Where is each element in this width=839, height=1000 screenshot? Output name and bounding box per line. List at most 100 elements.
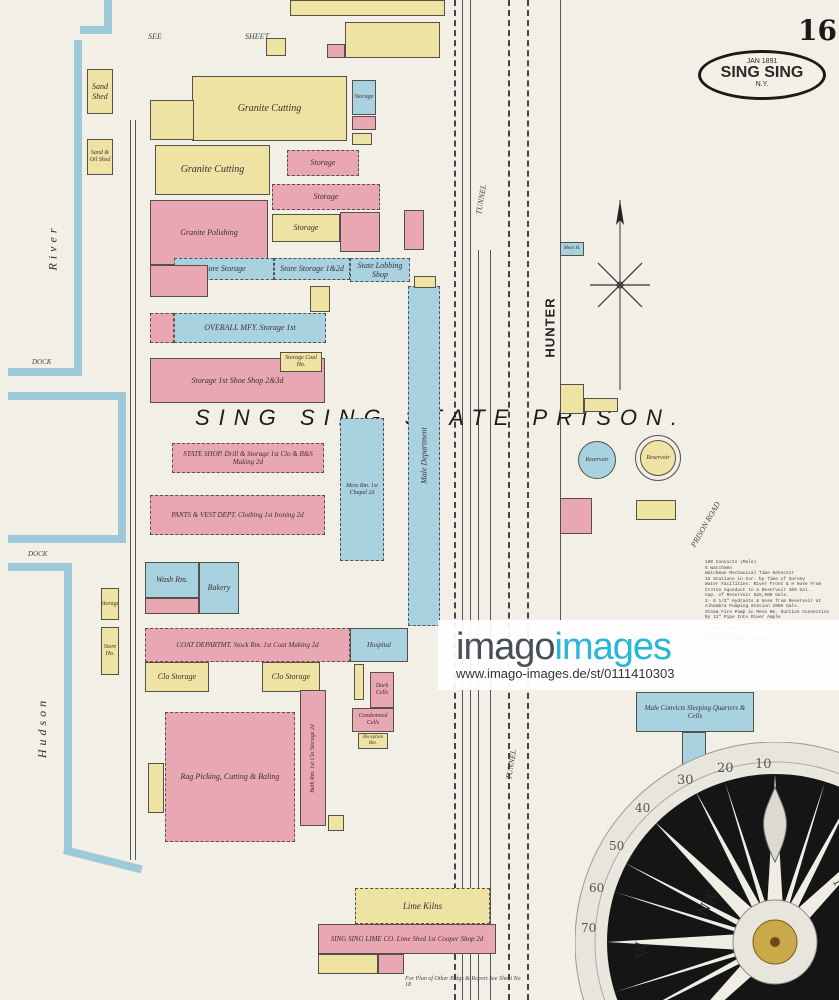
building-bakery: Bakery (199, 562, 239, 614)
hudson-label: Hudson (35, 696, 50, 759)
compass-rose-icon: 30 20 10 40 50 60 70 NW W NO (575, 742, 839, 1000)
building-state-shop: STATE SHOP. Drill & Storage 1st Clo & B&… (172, 443, 324, 473)
building-top-strip (290, 0, 445, 16)
watermark-url: www.imago-images.de/st/0111410303 (456, 666, 675, 681)
svg-text:10: 10 (755, 757, 772, 772)
building-storage-lower-west (145, 598, 199, 614)
building-lime-annex-pink (378, 954, 404, 974)
building-granite-cutting-1-wing (150, 100, 194, 140)
building-pink-complex (340, 212, 380, 252)
see-sheet-bottom-label: For Plan of Other Bldgs & Report See She… (405, 976, 521, 988)
building-storage-pink-west (150, 265, 208, 297)
building-reception-rm: Reception Rm. (358, 733, 388, 749)
building-storage-small: Storage (101, 588, 119, 620)
river-label: River (45, 224, 60, 271)
building-store-storage-2: Store Storage 1&2d (274, 258, 350, 280)
building-meat-house: Meat H. (560, 242, 584, 256)
building-sand-shed: Sand Shed (87, 69, 113, 114)
railroad-track-4 (470, 0, 471, 1000)
building-condemned-cells: Condemned Cells (352, 708, 394, 732)
building-wash-room: Wash Rm. (145, 562, 199, 598)
town-name: SING SING (720, 64, 804, 81)
building-no8 (345, 22, 440, 58)
building-bath-rm: Bath Rm. 1st Clo Storage 2d (300, 690, 326, 826)
building-rag-west-annex (148, 763, 164, 813)
building-coal-shed (310, 286, 330, 312)
tunnel-label-upper: TUNNEL (474, 183, 489, 216)
dock-middle-side (118, 392, 126, 542)
building-pink-hunter (560, 498, 592, 534)
dock-upper-edge (8, 368, 82, 376)
watermark-banner: imagoimages www.imago-images.de/st/01114… (438, 620, 839, 690)
svg-text:50: 50 (609, 839, 624, 853)
railroad-track-1 (130, 120, 131, 860)
building-hospital: Hospital (350, 628, 408, 662)
tunnel-label-lower: TUNNEL (504, 748, 519, 781)
tunnel-line-1 (454, 0, 456, 1000)
see-label: SEE (148, 32, 162, 41)
building-granite-cutting-1: Granite Cutting (192, 76, 347, 141)
building-pink-east (404, 210, 424, 250)
watermark-logo-light: images (554, 626, 672, 668)
building-sing-sing-lime-co: SING SING LIME CO. Lime Shed 1st Cooper … (318, 924, 496, 954)
building-reservoir-2: Reservoir (635, 435, 681, 481)
building-overall-mfy: OVERALL MFY. Storage 1st (174, 313, 326, 343)
building-storage-b: Storage (272, 184, 380, 210)
svg-text:40: 40 (635, 801, 650, 815)
river-shore-top-edge (104, 0, 112, 32)
building-storage-a: Storage (287, 150, 359, 176)
building-male-department: Male Department (408, 286, 440, 626)
building-coat-department: COAT DEPARTMT. Stock Rm. 1st Coat Making… (145, 628, 350, 662)
sheet-number: 16 (798, 14, 837, 47)
building-state-lobbing-shop: State Lobbing Shop (350, 258, 410, 282)
dock-upper-label: DOCK (32, 358, 52, 366)
prison-road-label: PRISON ROAD (688, 500, 723, 549)
building-lime-kilns: Lime Kilns (355, 888, 490, 924)
hunter-street-edge (560, 0, 561, 620)
building-yellow-east (636, 500, 676, 520)
railroad-track-2 (135, 120, 136, 860)
building-storage-coal-ho: Storage Coal Ho. (280, 352, 322, 372)
title-cartouche: JAN 1891 SING SING N.Y. (698, 50, 826, 100)
survey-date: JAN 1891 (746, 58, 778, 65)
building-clo-storage-1: Clo Storage (145, 662, 209, 692)
river-shore-lower (64, 563, 72, 853)
svg-text:70: 70 (581, 921, 596, 935)
watermark-logo-dark: imago (456, 626, 555, 668)
sheet-label: SHEET (245, 32, 269, 41)
building-clo-storage-2: Clo Storage (262, 662, 320, 692)
building-sand-oil-shed: Sand & Oil Shed (87, 139, 113, 175)
building-reservoir-1: Reservoir (578, 441, 616, 479)
north-arrow-icon (590, 200, 650, 390)
building-rag-picking: Rag Picking, Cutting & Baling (165, 712, 295, 842)
building-small-yellow-top (352, 133, 372, 145)
building-small-yellow-sq (328, 815, 344, 831)
building-east-strip (414, 276, 436, 288)
building-hunter-yellow (560, 384, 584, 414)
svg-text:20: 20 (717, 761, 734, 776)
building-small-pink-top (352, 116, 376, 130)
tunnel-line-2 (508, 0, 510, 1000)
building-overall-pink (150, 313, 174, 343)
building-small-top (266, 38, 286, 56)
dock-lower-label: DOCK (28, 550, 48, 558)
building-small-annex (354, 664, 364, 700)
building-pants-vest-dept: PANTS & VEST DEPT. Clothing 1st Ironing … (150, 495, 325, 535)
svg-text:NO: NO (830, 876, 839, 905)
hunter-street-line (527, 0, 529, 1000)
hunter-street-label: HUNTER (542, 297, 558, 358)
building-hunter-yellow-strip (584, 398, 618, 412)
building-male-convicts: Male Convicts Sleeping Quarters & Cells (636, 692, 754, 732)
building-lime-annex (318, 954, 378, 974)
building-granite-cutting-2: Granite Cutting (155, 145, 270, 195)
watermark-logo: imagoimages (456, 626, 672, 669)
svg-text:30: 30 (677, 773, 694, 788)
dock-middle-edge (8, 392, 126, 400)
lower-pier-edge (8, 563, 72, 571)
building-store-ho: Store Ho. (101, 627, 119, 675)
building-storage-blue-top: Storage (352, 80, 376, 115)
river-shore-top (80, 26, 112, 34)
river-shore-upper (74, 40, 82, 370)
railroad-track-3 (462, 0, 463, 1000)
